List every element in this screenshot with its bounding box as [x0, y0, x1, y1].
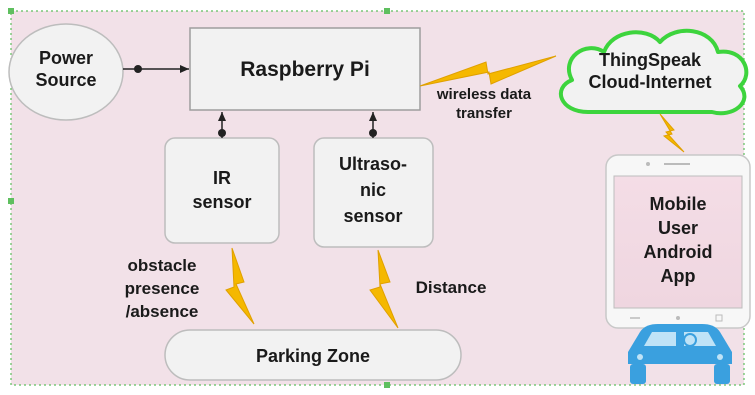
ir-to-pi-connector — [218, 112, 226, 138]
wireless-lightning-cloud-mobile — [659, 113, 685, 153]
ultrasonic-label-line3: sensor — [343, 206, 402, 226]
cloud-label-line2: Cloud-Internet — [589, 72, 712, 92]
distance-label: Distance — [416, 278, 487, 297]
mobile-label-line4: App — [661, 266, 696, 286]
selection-handle-left — [8, 198, 14, 204]
selection-handle-topleft — [8, 8, 14, 14]
ir-sensor-node: IR sensor — [164, 137, 280, 244]
ir-sensor-label-line2: sensor — [192, 192, 251, 212]
cloud-label-line1: ThingSpeak — [599, 50, 702, 70]
mobile-label-line1: Mobile — [650, 194, 707, 214]
obstacle-label-line3: /absence — [126, 302, 199, 321]
raspberry-pi-node: Raspberry Pi — [189, 27, 421, 111]
obstacle-label-line2: presence — [125, 279, 200, 298]
lightning-ir-parking — [225, 247, 255, 325]
ultrasonic-label-line2: nic — [360, 180, 386, 200]
obstacle-label-line1: obstacle — [128, 256, 197, 275]
mobile-app-node: Mobile User Android App — [605, 154, 751, 329]
power-source-label-line1: Power — [39, 48, 93, 68]
power-to-pi-arrow — [123, 65, 189, 73]
selection-handle-top — [384, 8, 390, 14]
ir-sensor-label-line1: IR — [213, 168, 231, 188]
ultrasonic-to-pi-connector — [369, 112, 377, 138]
selection-handle-bottom — [384, 382, 390, 388]
phone-screen — [613, 175, 743, 309]
parking-zone-node: Parking Zone — [164, 329, 462, 381]
raspberry-pi-label: Raspberry Pi — [240, 58, 370, 81]
mobile-label-line2: User — [658, 218, 698, 238]
wireless-label-line1: wireless data — [436, 86, 532, 103]
wireless-label-line2: transfer — [456, 105, 512, 122]
mobile-label-line3: Android — [644, 242, 713, 262]
thingspeak-cloud-node: ThingSpeak Cloud-Internet — [559, 28, 749, 116]
power-source-node: Power Source — [8, 23, 124, 121]
ultrasonic-sensor-node: Ultraso- nic sensor — [313, 137, 434, 248]
parking-zone-label: Parking Zone — [256, 346, 370, 366]
wireless-lightning-pi-cloud — [419, 55, 557, 87]
car-icon — [628, 324, 732, 384]
ultrasonic-label-line1: Ultraso- — [339, 154, 407, 174]
power-source-label-line2: Source — [35, 70, 96, 90]
lightning-ultrasonic-parking — [369, 249, 399, 329]
